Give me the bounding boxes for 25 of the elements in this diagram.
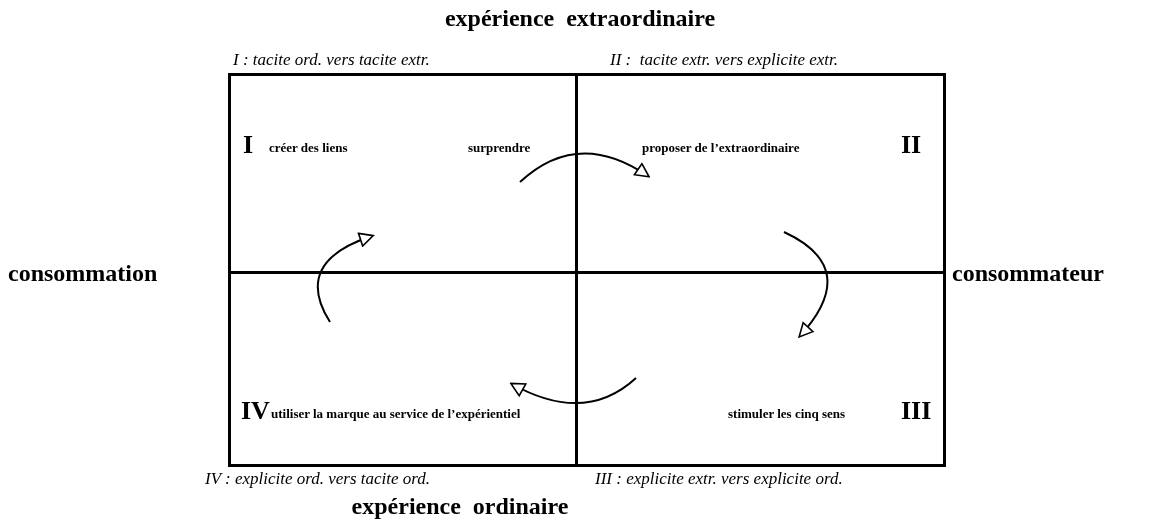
axis-label: expérience ordinaire xyxy=(351,492,569,520)
quadrant-number: IV xyxy=(241,397,270,425)
curved-arrow xyxy=(783,231,829,338)
axis-label: consommateur xyxy=(952,259,1104,287)
quadrant-label: proposer de l’extraordinaire xyxy=(642,140,800,156)
quadrant-box xyxy=(575,73,946,274)
quadrant-box xyxy=(575,271,946,467)
quadrant-number: I xyxy=(243,131,254,159)
quadrant-caption: III : explicite extr. vers explicite ord. xyxy=(595,469,843,489)
curved-arrow xyxy=(510,377,637,404)
curved-arrow xyxy=(519,152,650,183)
quadrant-box xyxy=(228,271,578,467)
quadrant-caption: II : tacite extr. vers explicite extr. xyxy=(610,50,838,70)
quadrant-label: surprendre xyxy=(468,140,531,156)
quadrant-box xyxy=(228,73,578,274)
curved-arrow xyxy=(316,233,375,323)
quadrant-number: II xyxy=(901,131,922,159)
axis-label: expérience extraordinaire xyxy=(444,4,716,32)
quadrant-label: stimuler les cinq sens xyxy=(728,406,846,422)
quadrant-label: créer des liens xyxy=(269,140,348,156)
quadrant-caption: I : tacite ord. vers tacite extr. xyxy=(233,50,430,70)
axis-label: consommation xyxy=(8,259,158,287)
quadrant-label: utiliser la marque au service de l’expérientiel xyxy=(271,406,521,422)
quadrant-number: III xyxy=(901,397,932,425)
quadrant-caption: IV : explicite ord. vers tacite ord. xyxy=(205,469,431,489)
